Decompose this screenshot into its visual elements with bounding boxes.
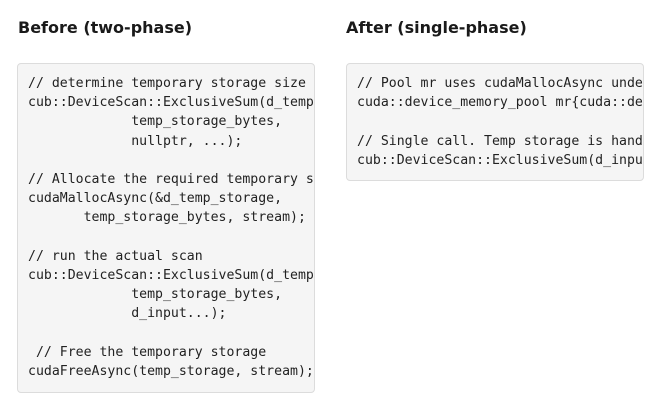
code-line: cuda::device_memory_pool mr{cuda::de: [357, 95, 643, 111]
code-line: cudaMallocAsync(&d_temp_storage,: [28, 191, 283, 207]
code-line: // Pool mr uses cudaMallocAsync unde: [357, 76, 643, 91]
code-line: cub::DeviceScan::ExclusiveSum(d_inpu: [357, 152, 643, 168]
code-line: cudaFreeAsync(temp_storage, stream);: [28, 363, 314, 379]
code-line: // Free the temporary storage: [28, 344, 267, 360]
after-code-block: // Pool mr uses cudaMallocAsync unde cuda…: [346, 63, 644, 181]
code-line: [28, 323, 314, 342]
after-code: // Pool mr uses cudaMallocAsync unde cuda…: [347, 64, 643, 170]
code-line: [357, 112, 643, 131]
code-line: [28, 228, 314, 247]
code-line: // Single call. Temp storage is hand: [357, 133, 643, 149]
code-line: // run the actual scan: [28, 248, 203, 264]
code-line: temp_storage_bytes,: [28, 114, 283, 130]
code-line: cub::DeviceScan::ExclusiveSum(d_temp: [28, 267, 314, 283]
code-line: [28, 151, 314, 170]
code-line: // determine temporary storage size: [28, 76, 306, 91]
code-line: d_input...);: [28, 306, 227, 322]
code-line: cub::DeviceScan::ExclusiveSum(d_temp: [28, 95, 314, 111]
code-line: temp_storage_bytes, stream);: [28, 210, 306, 226]
before-heading: Before (two-phase): [18, 18, 193, 37]
code-line: // Allocate the required temporary s: [28, 171, 314, 187]
code-line: temp_storage_bytes,: [28, 287, 283, 303]
code-line: nullptr, ...);: [28, 133, 243, 149]
after-heading: After (single-phase): [346, 18, 527, 37]
